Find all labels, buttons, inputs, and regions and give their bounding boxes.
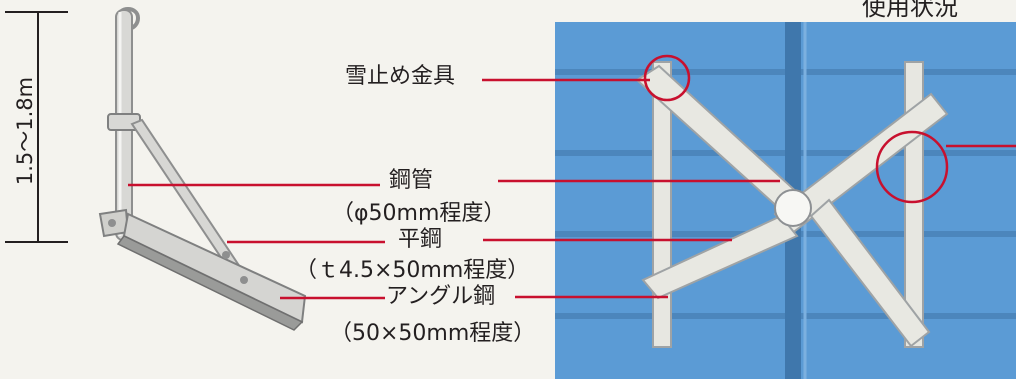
roof-usage-diagram: [555, 22, 1016, 379]
flat-steel-label: 平鋼: [398, 227, 443, 252]
flat-steel-spec: （ｔ4.5×50mm程度）: [295, 258, 530, 283]
bracket-illustration: [98, 7, 307, 331]
snow-guard-label: 雪止め金具: [345, 64, 456, 89]
steel-pipe-spec: （φ50mm程度）: [332, 201, 506, 226]
usage-title-partial: 使用状況: [862, 0, 958, 21]
angle-steel-label: アングル鋼: [386, 284, 496, 309]
steel-pipe-label: 鋼管: [389, 168, 434, 193]
angle-steel-spec: （50×50mm程度）: [330, 321, 536, 346]
dimension-marker: [5, 11, 68, 243]
